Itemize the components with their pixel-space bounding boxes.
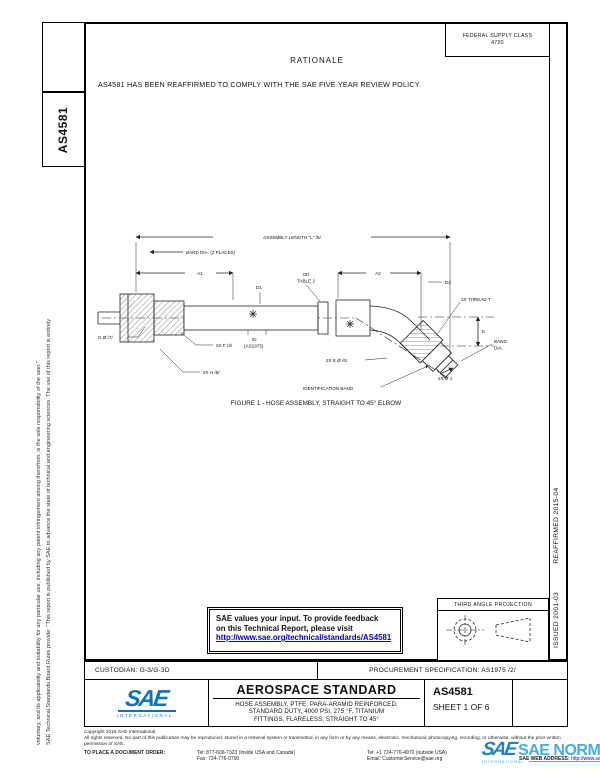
email-address: Email: CustomerService@sae.org <box>367 756 443 763</box>
order-info-grid: TO PLACE A DOCUMENT ORDER: Tel: 877-606-… <box>84 750 600 763</box>
label-od-table: TABLE 2 <box>297 279 315 284</box>
label-h8: 2X H /8/ <box>203 370 220 375</box>
rationale-body: AS4581 HAS BEEN REAFFIRMED TO COMPLY WIT… <box>98 80 422 89</box>
issued-reaffirmed-text: ISSUED 2001-03 REAFFIRMED 2015-04 <box>553 413 560 648</box>
label-d1: D1 <box>256 285 262 290</box>
order-label: TO PLACE A DOCUMENT ORDER: <box>84 750 166 756</box>
main-frame <box>84 22 568 661</box>
title-line-3: FITTINGS, FLARELESS, STRAIGHT TO 45° <box>254 715 379 723</box>
side-disclaimer-outer: voluntary, and its applicability and sui… <box>36 361 42 745</box>
title-line-2: STANDARD DUTY, 4000 PSI, 275 °F, TITANIU… <box>248 708 385 716</box>
tel-outside: Tel: +1 724-776-4970 (outside USA) <box>367 750 447 756</box>
label-od: OD <box>303 272 311 277</box>
band-marker-icon <box>249 310 257 318</box>
third-angle-projection-icon <box>446 615 531 645</box>
rationale-heading: RATIONALE <box>290 56 344 65</box>
label-a1: A1 <box>197 271 203 276</box>
document-type: AEROSPACE STANDARD <box>213 681 420 699</box>
procurement-text: PROCUREMENT SPECIFICATION: AS1975 /2/ <box>369 667 516 674</box>
watermark-subtext: INTERNATIONAL. <box>482 759 527 764</box>
watermark-sae-logo: SAE <box>480 739 518 760</box>
feedback-line1: SAE values your input. To provide feedba… <box>216 614 379 623</box>
issued-date: ISSUED 2001-03 <box>553 591 560 648</box>
sae-logo-subtext: INTERNATIONAL. <box>117 712 176 718</box>
label-identification-band: IDENTIFICATION BAND <box>303 386 354 391</box>
web-address-link[interactable]: http://www.sae.org <box>571 756 600 763</box>
figure-geometry <box>97 234 494 388</box>
feedback-box: SAE values your input. To provide feedba… <box>207 607 403 654</box>
figure-hose-assembly-drawing: ASSEMBLY LENGTH "L" /5/ BAND DIA. (2 PLA… <box>97 234 507 407</box>
copyright-line: Copyright 2015 SAE International <box>84 730 156 735</box>
label-a2: A2 <box>375 271 381 276</box>
band-marker-icon <box>346 320 354 328</box>
sae-norm-watermark: SAE SAE NORM INTERNATIONAL. <box>480 739 600 764</box>
label-id-ref: (AS1975) <box>244 344 264 349</box>
reaffirmed-date: REAFFIRMED 2015-04 <box>553 487 560 564</box>
title-cell: AEROSPACE STANDARD HOSE ASSEMBLY, PTFE, … <box>208 679 425 727</box>
label-d2: D2 <box>445 280 451 285</box>
side-disclaimer-inner: SAE Technical Standards Board Rules prov… <box>46 318 52 745</box>
watermark-name: SAE NORM <box>518 742 600 759</box>
sae-logo-cell: SAE INTERNATIONAL. <box>84 679 209 727</box>
third-angle-projection-box: THIRD ANGLE PROJECTION <box>437 598 549 661</box>
custodian-text: CUSTODIAN: G-3/G-3D <box>95 667 170 674</box>
label-e-dim: E <box>482 329 485 334</box>
procurement-cell: PROCUREMENT SPECIFICATION: AS1975 /2/ <box>317 661 568 680</box>
rights-paragraph: All rights reserved. No part of this pub… <box>84 736 561 747</box>
label-band: BAND <box>494 339 507 344</box>
projection-label: THIRD ANGLE PROJECTION <box>438 599 548 611</box>
fsc-value: 4720 <box>491 39 504 46</box>
fax-number: Fax: 724-776-0790 <box>197 756 240 763</box>
figure-caption: FIGURE 1 - HOSE ASSEMBLY, STRAIGHT TO 45… <box>231 399 402 407</box>
feedback-link[interactable]: http://www.sae.org/technical/standards/A… <box>216 633 392 642</box>
tel-inside: Tel: 877-606-7323 (inside USA and Canada… <box>197 750 296 756</box>
issued-strip-divider <box>549 22 550 661</box>
sheet-number: SHEET 1 OF 6 <box>433 702 490 712</box>
federal-supply-class-box: FEDERAL SUPPLY CLASS 4720 <box>445 22 550 57</box>
label-e6: 2X E Ø /6/ <box>326 358 348 363</box>
custodian-cell: CUSTODIAN: G-3/G-3D <box>84 661 318 680</box>
sae-logo-rule <box>117 710 176 712</box>
order-phone-col: Tel: 877-606-7323 (inside USA and Canada… <box>197 750 367 763</box>
sae-logo-text: SAE <box>124 685 170 712</box>
top-left-empty-box <box>42 22 85 92</box>
sae-logo: SAE INTERNATIONAL. <box>117 685 176 718</box>
label-band-dia-2places: BAND DIA. (2 PLACES) <box>186 250 236 255</box>
doc-number-vertical: AS4581 <box>56 106 71 153</box>
doc-number: AS4581 <box>433 686 473 698</box>
label-band-dia: DIA. <box>494 346 503 351</box>
label-id: ID <box>252 337 257 342</box>
web-address-label: SAE WEB ADDRESS: <box>519 756 570 763</box>
order-phone-col2: Tel: +1 724-776-4970 (outside USA) Email… <box>367 750 519 763</box>
title-line-1: HOSE ASSEMBLY, PTFE, PARA-ARAMID REINFOR… <box>235 701 398 708</box>
watermark-rule <box>529 761 600 762</box>
doc-number-cell: AS4581 SHEET 1 OF 6 <box>424 679 513 727</box>
doc-number-side-box: AS4581 <box>42 92 85 167</box>
label-j-dia: 2X Ø J <box>438 376 452 381</box>
label-assembly-length: ASSEMBLY LENGTH "L" /5/ <box>263 235 321 240</box>
web-address-col: SAE WEB ADDRESS: http://www.sae.org <box>519 750 600 763</box>
label-thread: 2X THREAD T <box>461 297 491 302</box>
figure-labels: ASSEMBLY LENGTH "L" /5/ BAND DIA. (2 PLA… <box>98 235 507 407</box>
title-block-empty-cell <box>512 679 568 727</box>
feedback-line2: on this Technical Report, please visit <box>216 623 353 633</box>
fsc-label: FEDERAL SUPPLY CLASS <box>462 32 533 39</box>
label-f3: 2X F /3/ <box>216 343 233 348</box>
label-g7: G Ø /7/ <box>98 335 114 340</box>
